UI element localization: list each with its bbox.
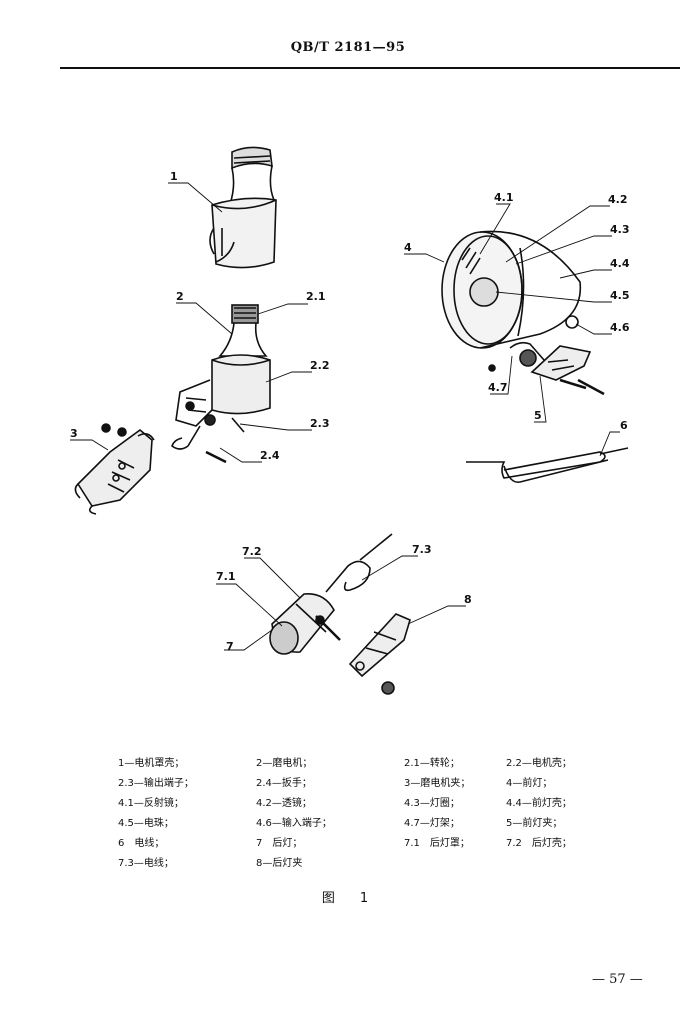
front-lamp-clamp-drawing bbox=[530, 345, 605, 396]
legend-item: 4.7—灯架； bbox=[404, 818, 460, 829]
legend-item: 2.1—转轮； bbox=[404, 758, 460, 769]
callout-1: 1 bbox=[170, 170, 178, 183]
legend-item: 7 后灯； bbox=[256, 838, 303, 849]
legend-item: 5—前灯夹； bbox=[506, 818, 563, 829]
legend-item: 4.6—输入端子； bbox=[256, 818, 332, 829]
callout-6: 6 bbox=[620, 419, 628, 432]
standard-code-header: QB/T 2181—95 bbox=[290, 40, 406, 55]
exploded-assembly-figure: 1 2 2.1 2.2 2.3 2.4 3 4 4.1 4.2 4.3 4.4 … bbox=[70, 146, 630, 695]
legend-item: 2.2—电机壳； bbox=[506, 758, 572, 769]
callout-8: 8 bbox=[464, 593, 472, 606]
dynamo-drawing bbox=[171, 304, 271, 464]
rear-lamp-clamp-drawing bbox=[348, 613, 411, 695]
legend-item: 4.1—反射镜； bbox=[118, 798, 184, 809]
callout-4-4: 4.4 bbox=[610, 257, 630, 270]
leader-lines bbox=[70, 182, 620, 651]
callout-4-1: 4.1 bbox=[494, 191, 514, 204]
figure-caption: 图 1 bbox=[321, 891, 375, 906]
page-number: — 57 — bbox=[592, 972, 643, 987]
legend-item: 1—电机罩壳； bbox=[118, 758, 185, 769]
legend-item: 2.3—输出端子； bbox=[118, 778, 194, 789]
callout-2-1: 2.1 bbox=[306, 290, 326, 303]
callout-7-2: 7.2 bbox=[242, 545, 262, 558]
dynamo-clamp-drawing bbox=[74, 423, 155, 515]
callout-4-5: 4.5 bbox=[610, 289, 630, 302]
wire-drawing bbox=[466, 447, 629, 483]
callout-2-4: 2.4 bbox=[260, 449, 280, 462]
legend-item: 7.2 后灯壳； bbox=[506, 838, 572, 849]
legend-item: 7.1 后灯罩； bbox=[404, 838, 470, 849]
legend-item: 8—后灯夹 bbox=[256, 858, 303, 869]
legend-item: 7.3—电线； bbox=[118, 858, 174, 869]
callout-4: 4 bbox=[404, 241, 412, 254]
parts-legend: 1—电机罩壳； 2—磨电机； 2.1—转轮； 2.2—电机壳； 2.3—输出端子… bbox=[118, 757, 638, 871]
rear-lamp-drawing bbox=[269, 533, 393, 655]
legend-item: 2—磨电机； bbox=[256, 758, 313, 769]
legend-item: 4.5—电珠； bbox=[118, 818, 174, 829]
front-lamp-drawing bbox=[441, 230, 582, 372]
callout-4-2: 4.2 bbox=[608, 193, 628, 206]
callout-5: 5 bbox=[534, 409, 542, 422]
motor-cover-drawing bbox=[209, 146, 277, 269]
callout-2-2: 2.2 bbox=[310, 359, 330, 372]
callout-2: 2 bbox=[176, 290, 184, 303]
legend-item: 4.2—透镜； bbox=[256, 798, 312, 809]
callout-7-3: 7.3 bbox=[412, 543, 432, 556]
callout-7-1: 7.1 bbox=[216, 570, 236, 583]
legend-item: 4—前灯； bbox=[506, 778, 553, 789]
legend-item: 3—磨电机夹； bbox=[404, 778, 471, 789]
callout-7: 7 bbox=[226, 640, 234, 653]
legend-item: 4.3—灯圈； bbox=[404, 798, 460, 809]
legend-item: 2.4—扳手； bbox=[256, 778, 312, 789]
legend-item: 4.4—前灯壳； bbox=[506, 798, 572, 809]
legend-item: 6 电线； bbox=[118, 838, 165, 849]
callout-4-3: 4.3 bbox=[610, 223, 630, 236]
callout-2-3: 2.3 bbox=[310, 417, 330, 430]
callout-4-6: 4.6 bbox=[610, 321, 630, 334]
callout-4-7: 4.7 bbox=[488, 381, 508, 394]
callout-3: 3 bbox=[70, 427, 78, 440]
header-rule bbox=[60, 67, 680, 69]
